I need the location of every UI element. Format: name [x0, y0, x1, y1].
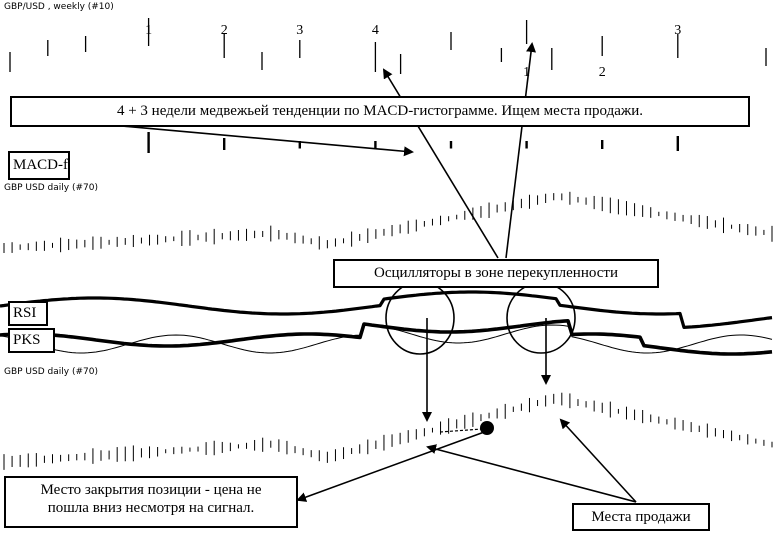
- close-note-box: Место закрытия позиции - цена не пошла в…: [4, 476, 298, 528]
- weekly-panel-title: GBP/USD , weekly (#10): [4, 2, 114, 12]
- wave-count-label: 2: [599, 65, 606, 80]
- pks-label: PKS: [13, 332, 41, 348]
- close-place-arrow: [426, 444, 637, 503]
- macd-note-box: 4 + 3 недели медвежьей тенденции по MACD…: [10, 96, 750, 127]
- wave-count-label: 2: [221, 23, 228, 38]
- oscillator-note-text: Осцилляторы в зоне перекупленности: [374, 265, 618, 281]
- oscillator-to-wave-arrow: [505, 42, 536, 259]
- rsi-label-box: RSI: [8, 301, 48, 326]
- daily-panel-title-bottom: GBP USD daily (#70): [4, 367, 98, 377]
- close-note-line2: пошла вниз несмотря на сигнал.: [47, 500, 255, 516]
- rsi-line: [0, 290, 773, 329]
- oscillator-note-box: Осцилляторы в зоне перекупленности: [333, 259, 659, 288]
- macd-note-text: 4 + 3 недели медвежьей тенденции по MACD…: [116, 103, 644, 119]
- oscillator-lines: [0, 290, 773, 356]
- pks-label-box: PKS: [8, 328, 55, 353]
- weekly-price-bars: [9, 18, 767, 74]
- macd-histogram: [147, 132, 679, 153]
- sell-place-arrow: [559, 418, 637, 503]
- rsi-label: RSI: [13, 305, 37, 321]
- wave-count-label: 1: [145, 23, 152, 38]
- wave-count-label: 1: [523, 65, 530, 80]
- close-note-line1: Место закрытия позиции - цена не: [40, 482, 262, 498]
- overbought-zone-circle: [506, 282, 576, 354]
- daily-price-bars-bottom: [3, 392, 773, 470]
- wave-count-label: 4: [372, 23, 379, 38]
- wave-count-label: 3: [296, 23, 303, 38]
- macd-note-arrow: [99, 123, 414, 157]
- pks-signal-line: [0, 324, 773, 354]
- macd-label: MACD-f: [13, 157, 68, 173]
- close-note-arrow: [296, 430, 488, 502]
- sell-note-box: Места продажи: [572, 503, 710, 531]
- daily-price-bars-top: [3, 191, 773, 253]
- exit-point-marker: [480, 421, 494, 435]
- wave-count-label: 3: [674, 23, 681, 38]
- overbought-zone-circle: [385, 281, 455, 355]
- exit-level-line: [439, 428, 483, 433]
- wave-count-labels: 1 2 3 4 1 2 3: [145, 23, 681, 80]
- macd-label-box: MACD-f: [8, 151, 70, 180]
- sell-note-text: Места продажи: [591, 509, 691, 525]
- daily-panel-title-top: GBP USD daily (#70): [4, 183, 98, 193]
